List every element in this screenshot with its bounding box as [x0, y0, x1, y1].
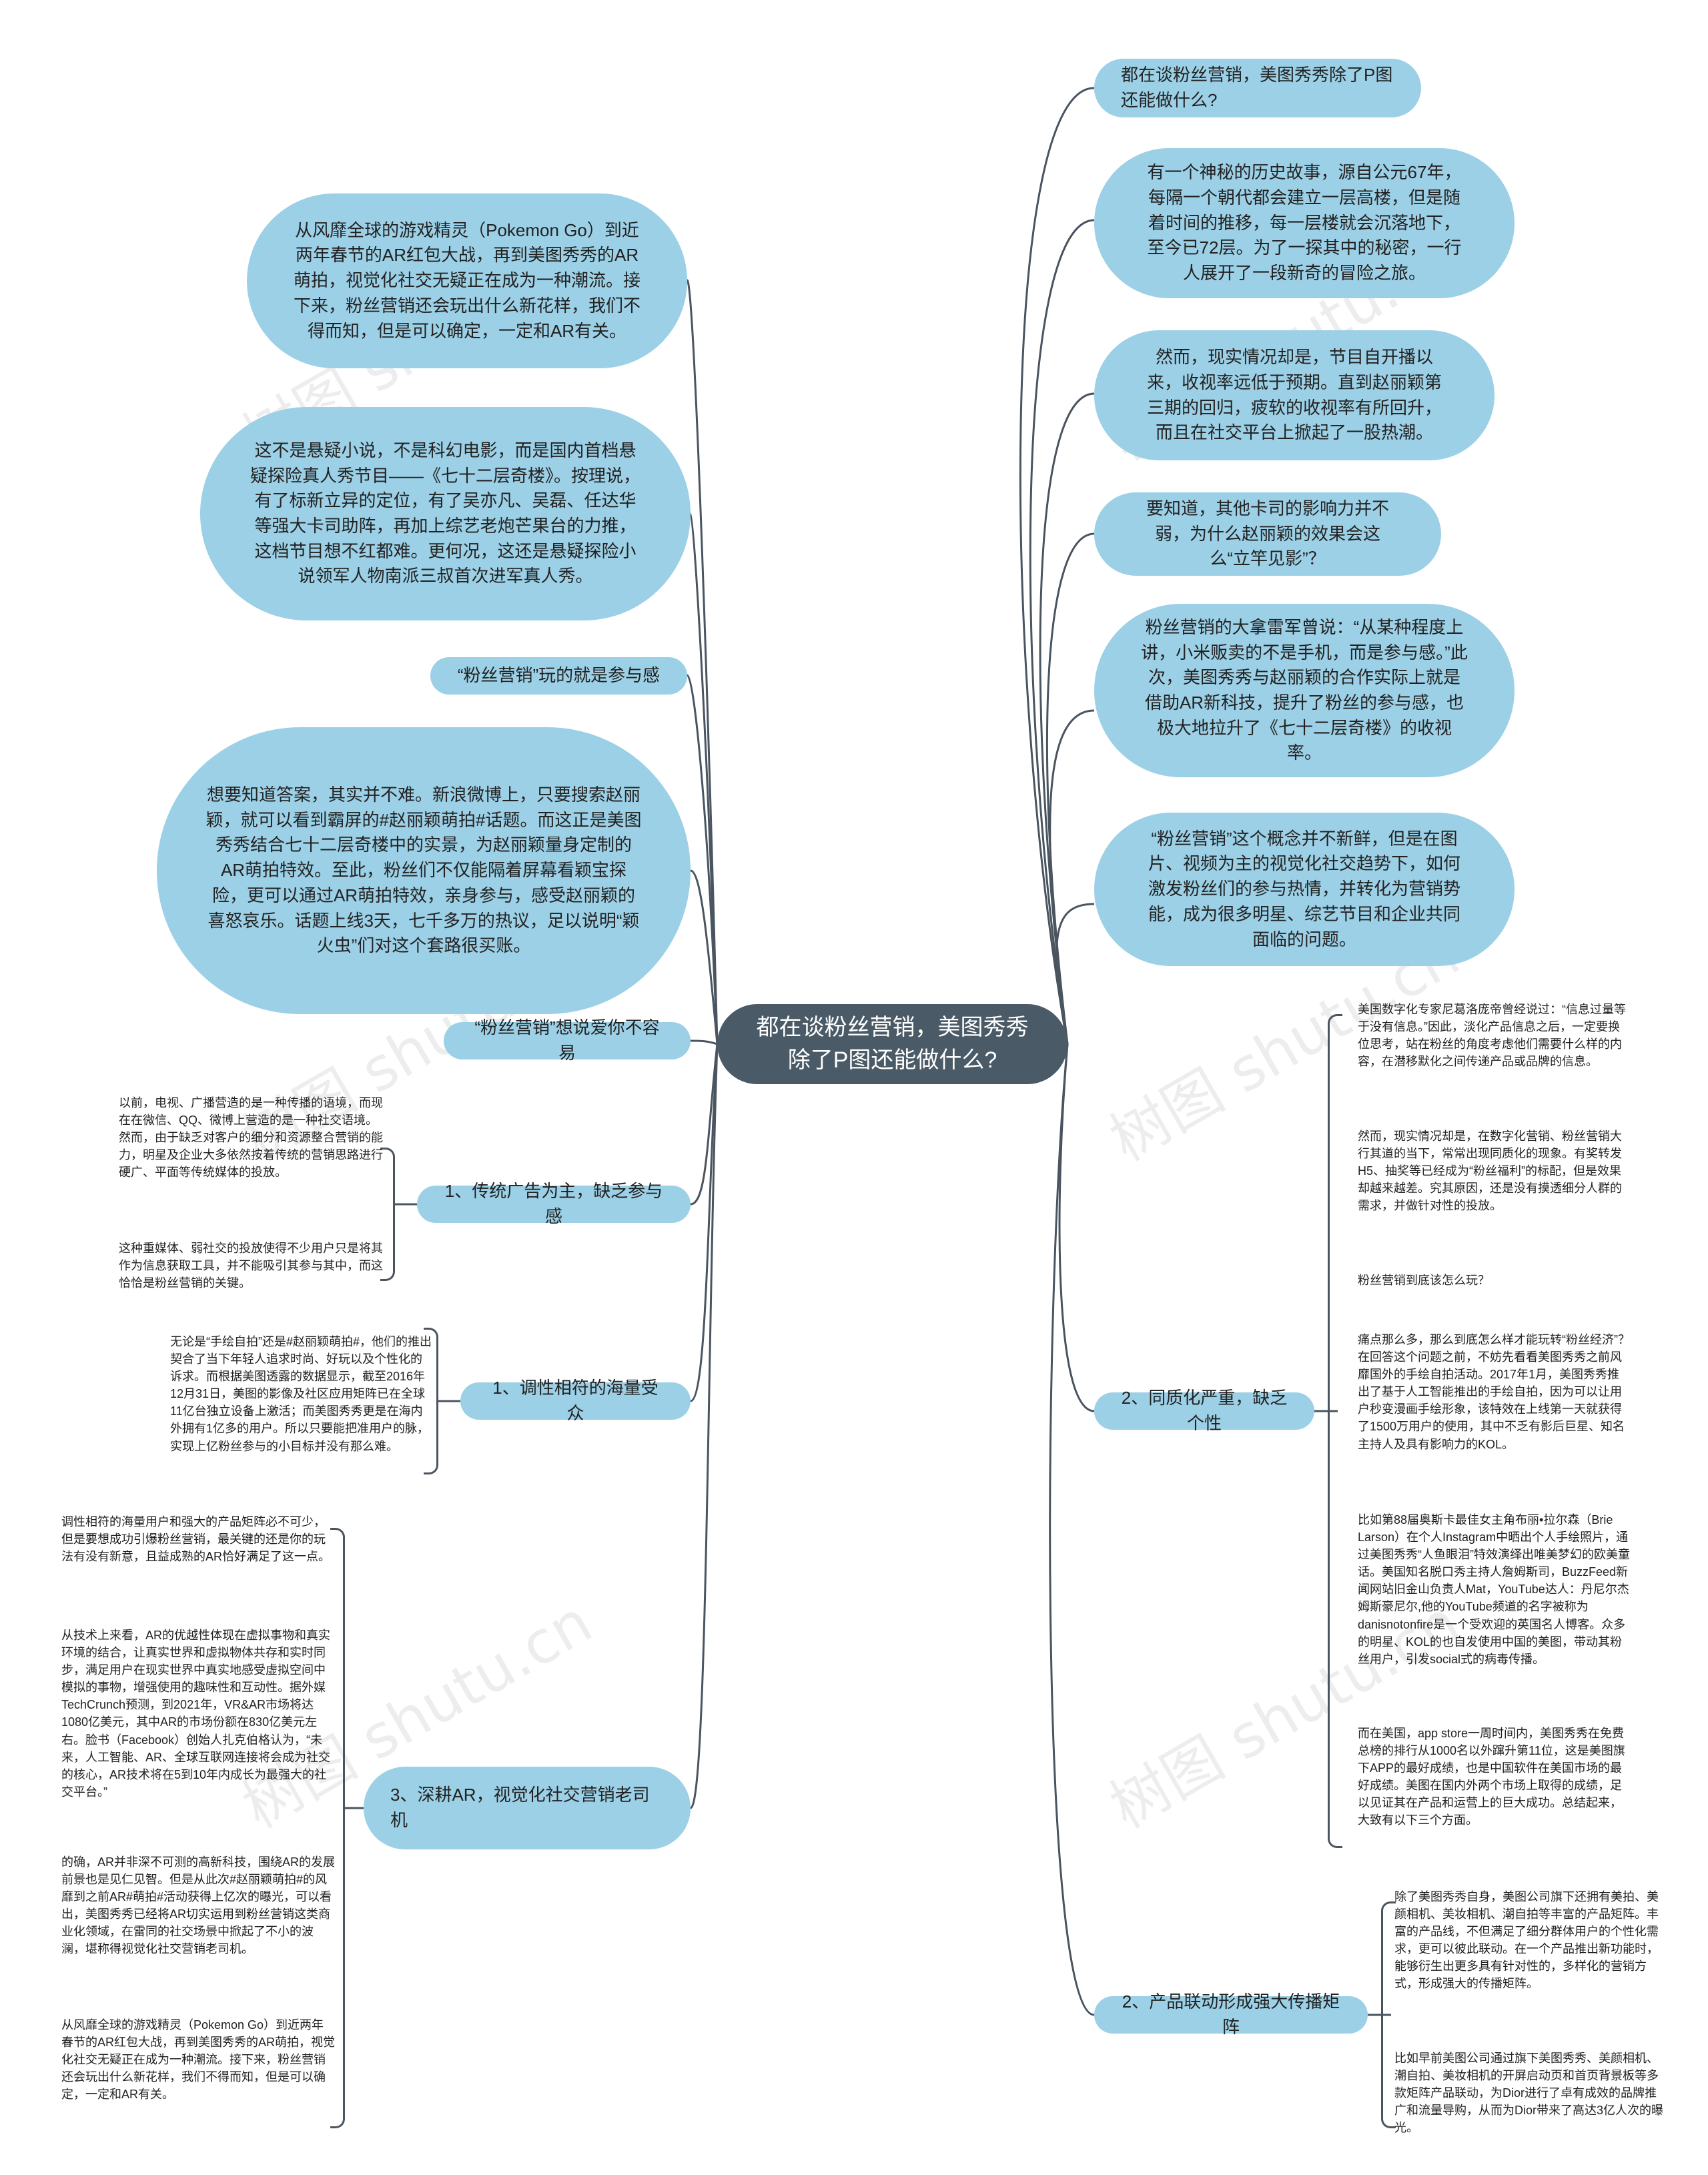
- leaf-bracket: [1328, 1014, 1342, 1848]
- branch-node[interactable]: 2、同质化严重，缺乏个性: [1094, 1388, 1314, 1433]
- leaf-text: 痛点那么多，那么到底怎么样才能玩转“粉丝经济”？在回答这个问题之前，不妨先看看美…: [1358, 1333, 1630, 1451]
- topic-label: 这不是悬疑小说，不是科幻电影，而是国内首档悬疑探险真人秀节目——《七十二层奇楼》…: [250, 440, 640, 586]
- branch-node[interactable]: 2、产品联动形成强大传播矩阵: [1094, 1992, 1368, 2037]
- topic-label: 粉丝营销的大拿雷军曾说：“从某种程度上讲，小米贩卖的不是手机，而是参与感。”此次…: [1141, 616, 1468, 763]
- topic-node[interactable]: “粉丝营销”想说爱你不容易: [444, 1017, 691, 1063]
- leaf-text: 美国数字化专家尼葛洛庞帝曾经说过：“信息过量等于没有信息。”因此，淡化产品信息之…: [1358, 1003, 1626, 1069]
- branch-label: 1、传统广告为主，缺乏参与感: [444, 1181, 663, 1226]
- branch-node[interactable]: 3、深耕AR，视觉化社交营销老司机: [364, 1767, 691, 1849]
- leaf-bracket: [1381, 1901, 1396, 2128]
- branch-label: 2、同质化严重，缺乏个性: [1121, 1388, 1288, 1433]
- leaf-text: 无论是“手绘自拍”还是#赵丽颖萌拍#，他们的推出契合了当下年轻人追求时尚、好玩以…: [170, 1335, 432, 1453]
- leaf-text: 比如早前美图公司通过旗下美图秀秀、美颜相机、潮自拍、美妆相机的开屏启动页和首页背…: [1394, 2052, 1664, 2135]
- branch-node[interactable]: 1、传统广告为主，缺乏参与感: [417, 1181, 691, 1226]
- topic-node[interactable]: 都在谈粉丝营销，美图秀秀除了P图还能做什么?: [1094, 59, 1421, 117]
- central-topic-label: 都在谈粉丝营销，美图秀秀除了P图还能做什么?: [756, 1014, 1029, 1073]
- topic-label: 然而，现实情况却是，节目自开播以来，收视率远低于预期。直到赵丽颖第三期的回归，疲…: [1146, 347, 1442, 443]
- topic-label: “粉丝营销”想说爱你不容易: [474, 1017, 660, 1063]
- leaf-bracket: [424, 1328, 438, 1474]
- topic-label: 从风靡全球的游戏精灵（Pokemon Go）到近两年春节的AR红包大战，再到美图…: [294, 220, 641, 341]
- topic-label: 想要知道答案，其实并不难。新浪微博上，只要搜索赵丽颖，就可以看到霸屏的#赵丽颖萌…: [205, 785, 642, 956]
- topic-label: 都在谈粉丝营销，美图秀秀除了P图还能做什么?: [1121, 65, 1393, 110]
- branch-label: 2、产品联动形成强大传播矩阵: [1122, 1992, 1340, 2037]
- topic-node[interactable]: 粉丝营销的大拿雷军曾说：“从某种程度上讲，小米贩卖的不是手机，而是参与感。”此次…: [1094, 604, 1515, 777]
- topic-node[interactable]: 从风靡全球的游戏精灵（Pokemon Go）到近两年春节的AR红包大战，再到美图…: [247, 193, 687, 368]
- topic-node[interactable]: 然而，现实情况却是，节目自开播以来，收视率远低于预期。直到赵丽颖第三期的回归，疲…: [1094, 330, 1494, 460]
- leaf-text: 这种重媒体、弱社交的投放使得不少用户只是将其作为信息获取工具，并不能吸引其参与其…: [119, 1242, 383, 1290]
- topic-node[interactable]: 这不是悬疑小说，不是科幻电影，而是国内首档悬疑探险真人秀节目——《七十二层奇楼》…: [200, 407, 691, 620]
- central-topic[interactable]: 都在谈粉丝营销，美图秀秀除了P图还能做什么?: [717, 1004, 1068, 1084]
- leaf-text: 而在美国，app store一周时间内，美图秀秀在免费总榜的排行从1000名以外…: [1358, 1727, 1625, 1827]
- topic-label: 有一个神秘的历史故事，源自公元67年，每隔一个朝代都会建立一层高楼，但是随着时间…: [1147, 162, 1462, 284]
- leaf-bracket: [380, 1148, 395, 1281]
- topic-label: “粉丝营销”玩的就是参与感: [457, 665, 661, 686]
- topic-node[interactable]: “粉丝营销”这个概念并不新鲜，但是在图片、视频为主的视觉化社交趋势下，如何激发粉…: [1094, 813, 1515, 966]
- topic-node[interactable]: “粉丝营销”玩的就是参与感: [430, 657, 687, 695]
- leaf-text: 从风靡全球的游戏精灵（Pokemon Go）到近两年春节的AR红包大战，再到美图…: [61, 2018, 336, 2102]
- leaf-text: 比如第88届奥斯卡最佳女主角布丽•拉尔森（Brie Larson）在个人Inst…: [1358, 1513, 1630, 1666]
- leaf-bracket: [330, 1528, 345, 2128]
- branch-label: 3、深耕AR，视觉化社交营销老司机: [390, 1785, 650, 1830]
- leaf-text: 的确，AR并非深不可测的高新科技，围绕AR的发展前景也是见仁见智。但是从此次#赵…: [61, 1855, 336, 1956]
- topic-node[interactable]: 有一个神秘的历史故事，源自公元67年，每隔一个朝代都会建立一层高楼，但是随着时间…: [1094, 148, 1515, 298]
- leaf-text: 调性相符的海量用户和强大的产品矩阵必不可少，但是要想成功引爆粉丝营销，最关键的还…: [61, 1515, 331, 1564]
- branch-label: 1、调性相符的海量受众: [492, 1378, 659, 1423]
- topic-node[interactable]: 要知道，其他卡司的影响力并不弱，为什么赵丽颖的效果会这么“立竿见影”？: [1094, 492, 1441, 576]
- topic-node[interactable]: 想要知道答案，其实并不难。新浪微博上，只要搜索赵丽颖，就可以看到霸屏的#赵丽颖萌…: [157, 727, 691, 1014]
- branch-node[interactable]: 1、调性相符的海量受众: [460, 1378, 691, 1423]
- topic-label: 要知道，其他卡司的影响力并不弱，为什么赵丽颖的效果会这么“立竿见影”？: [1146, 498, 1389, 569]
- leaf-text: 除了美图秀秀自身，美图公司旗下还拥有美拍、美颜相机、美妆相机、潮自拍等丰富的产品…: [1394, 1890, 1659, 1991]
- leaf-text: 以前，电视、广播营造的是一种传播的语境，而现在在微信、QQ、微博上营造的是一种社…: [119, 1096, 383, 1180]
- topic-label: “粉丝营销”这个概念并不新鲜，但是在图片、视频为主的视觉化社交趋势下，如何激发粉…: [1148, 828, 1460, 949]
- leaf-text: 然而，现实情况却是，在数字化营销、粉丝营销大行其道的当下，常常出现同质化的现象。…: [1358, 1130, 1622, 1213]
- leaf-text: 从技术上来看，AR的优越性体现在虚拟事物和真实环境的结合，让真实世界和虚拟物体共…: [61, 1629, 331, 1799]
- leaf-text: 粉丝营销到底该怎么玩？: [1358, 1274, 1490, 1287]
